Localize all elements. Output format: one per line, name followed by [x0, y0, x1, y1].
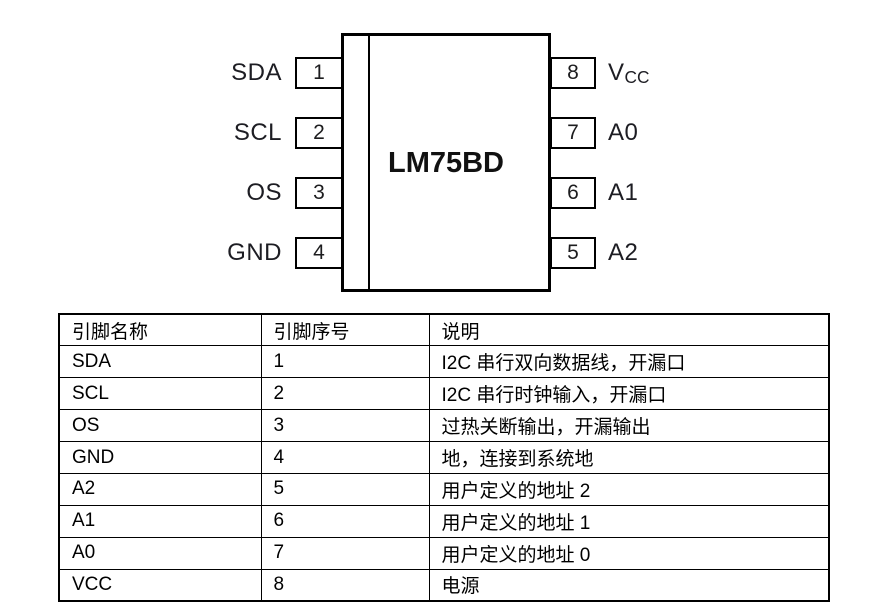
cell-description: 用户定义的地址 1 [428, 504, 830, 538]
cell-pin-number: 1 [260, 345, 430, 379]
table-row: A2 5 用户定义的地址 2 [58, 472, 830, 506]
table-row: VCC 8 电源 [58, 568, 830, 602]
chip-body [341, 33, 551, 292]
cell-description: 用户定义的地址 0 [428, 536, 830, 570]
table-row: A0 7 用户定义的地址 0 [58, 536, 830, 570]
cell-pin-number: 5 [260, 472, 430, 506]
pin-description-table: 引脚名称 引脚序号 说明 SDA 1 I2C 串行双向数据线，开漏口 SCL 2… [58, 313, 830, 603]
cell-pin-number: 7 [260, 536, 430, 570]
cell-pin-number: 2 [260, 377, 430, 411]
pin-label-a2: A2 [608, 239, 639, 266]
cell-pin-name: OS [58, 409, 262, 443]
pin-label-a0: A0 [608, 119, 639, 146]
pin-box-8: 8 [550, 57, 596, 89]
pin-box-5: 5 [550, 237, 596, 269]
pin-label-os: OS [246, 179, 282, 206]
cell-pin-number: 6 [260, 504, 430, 538]
cell-description: I2C 串行时钟输入，开漏口 [428, 377, 830, 411]
cell-description: 地，连接到系统地 [428, 441, 830, 474]
pin-box-4: 4 [295, 237, 343, 269]
header-pin-name: 引脚名称 [58, 313, 262, 347]
header-description: 说明 [428, 313, 830, 347]
vcc-base: V [608, 59, 625, 86]
cell-pin-name: VCC [58, 568, 262, 602]
table-row: A1 6 用户定义的地址 1 [58, 504, 830, 538]
cell-description: 用户定义的地址 2 [428, 472, 830, 506]
cell-pin-name: A1 [58, 504, 262, 538]
cell-description: I2C 串行双向数据线，开漏口 [428, 345, 830, 379]
vcc-subscript: CC [624, 67, 650, 88]
chip-inner-divider-line [368, 36, 370, 289]
table-row: SCL 2 I2C 串行时钟输入，开漏口 [58, 377, 830, 411]
header-pin-number: 引脚序号 [260, 313, 430, 347]
table-header-row: 引脚名称 引脚序号 说明 [58, 313, 830, 347]
cell-pin-number: 8 [260, 568, 430, 602]
pin-label-scl: SCL [233, 119, 282, 146]
cell-pin-number: 4 [260, 441, 430, 474]
cell-pin-name: A2 [58, 472, 262, 506]
table-row: SDA 1 I2C 串行双向数据线，开漏口 [58, 345, 830, 379]
cell-pin-name: A0 [58, 536, 262, 570]
pin-box-6: 6 [550, 177, 596, 209]
pin-box-2: 2 [295, 117, 343, 149]
pin-box-3: 3 [295, 177, 343, 209]
pin-label-sda: SDA [231, 59, 282, 86]
pin-label-gnd: GND [227, 239, 282, 266]
pin-label-vcc: VCC [608, 58, 758, 88]
cell-description: 过热关断输出，开漏输出 [428, 409, 830, 443]
table-row: GND 4 地，连接到系统地 [58, 441, 830, 474]
pin-label-a1: A1 [608, 179, 639, 206]
cell-pin-name: GND [58, 441, 262, 474]
cell-pin-number: 3 [260, 409, 430, 443]
chip-name-label: LM75BD [387, 147, 504, 179]
pin-box-1: 1 [295, 57, 343, 89]
table-row: OS 3 过热关断输出，开漏输出 [58, 409, 830, 443]
cell-pin-name: SCL [58, 377, 262, 411]
cell-description: 电源 [428, 568, 830, 602]
pin-box-7: 7 [550, 117, 596, 149]
cell-pin-name: SDA [58, 345, 262, 379]
